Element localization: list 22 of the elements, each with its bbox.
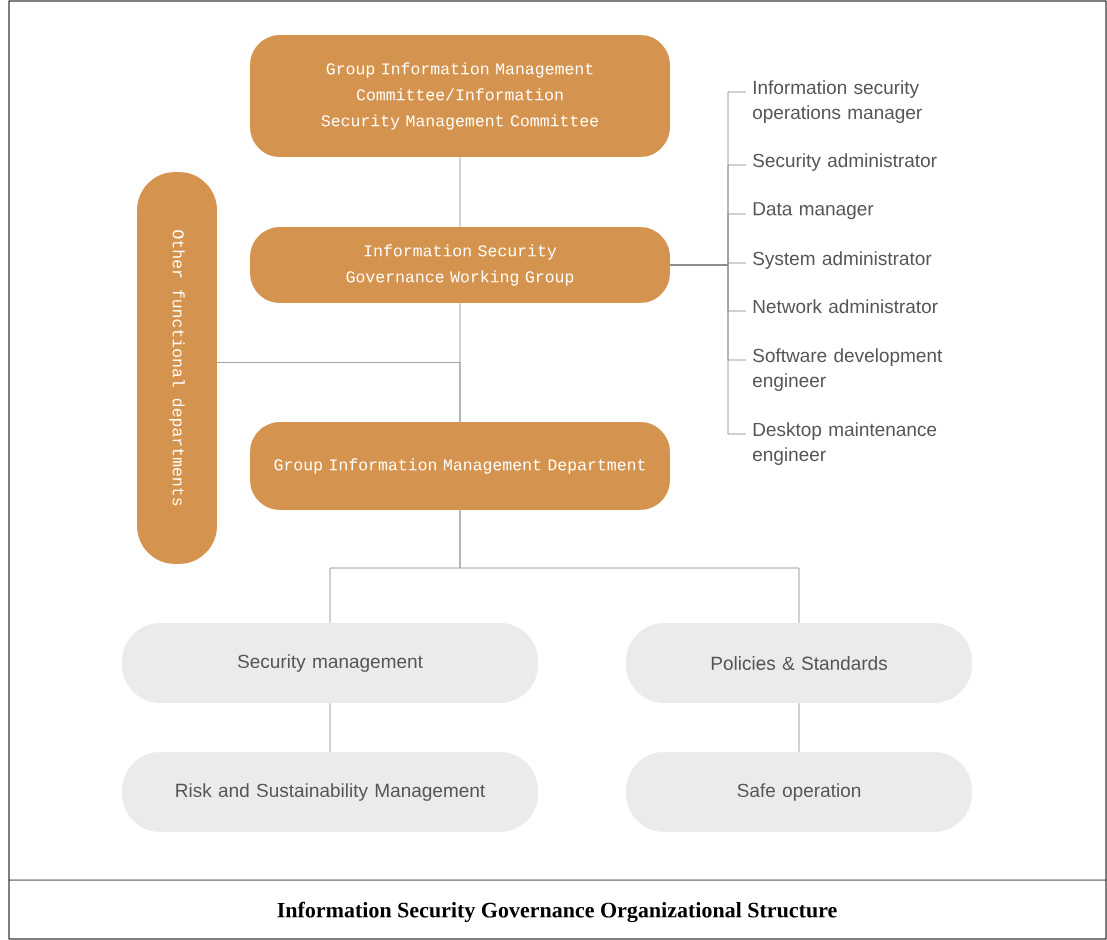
function-box: Safe operation <box>626 752 972 832</box>
role-label: Security administrator <box>753 153 937 171</box>
connector-line <box>669 264 747 435</box>
connector-line <box>798 702 800 753</box>
role-label: Desktop maintenance engineer <box>753 422 937 465</box>
role-label: Data manager <box>753 202 874 220</box>
connector-line <box>329 702 331 753</box>
process-box: Group Information Management Committee/Information Security Management Committee <box>250 35 670 157</box>
connector-line <box>459 156 461 228</box>
process-box: Information Security Governance Working Group <box>250 227 670 303</box>
connector-line <box>216 362 461 423</box>
role-label: System administrator <box>753 251 932 269</box>
process-box: Other functional departments <box>137 172 217 564</box>
function-box: Risk and Sustainability Management <box>122 752 538 832</box>
caption: Information Security Governance Organizational Structure <box>277 901 837 923</box>
role-label: Information security operations manager <box>753 80 922 123</box>
process-box: Group Information Management Department <box>250 422 670 510</box>
role-label: Network administrator <box>753 299 938 314</box>
connector-line <box>459 509 800 624</box>
function-box: Policies & Standards <box>626 623 972 703</box>
function-box: Security management <box>122 623 538 703</box>
role-label: Software development engineer <box>753 348 943 391</box>
